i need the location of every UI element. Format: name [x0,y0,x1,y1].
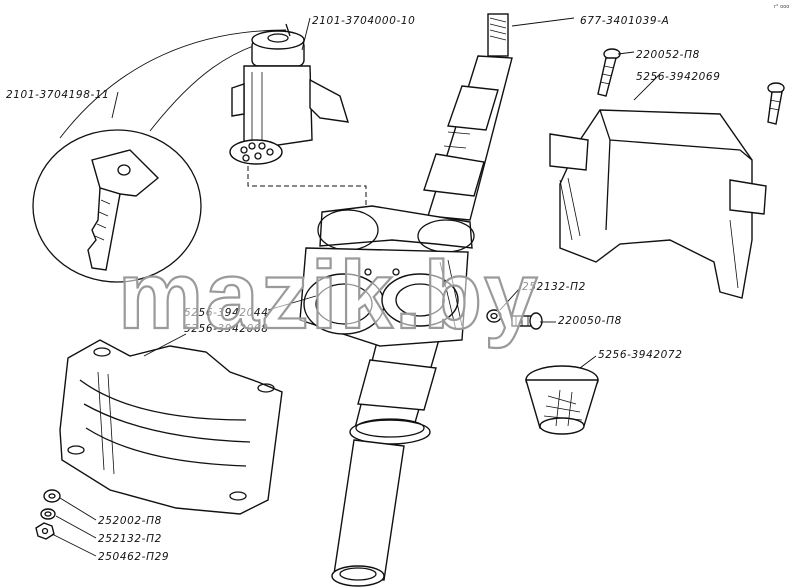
label-washer-right: 252132-П2 [522,281,586,293]
part-labels: 2101-3704000-10 2101-3704198-11 677-3401… [6,15,720,563]
steering-shaft [331,13,513,587]
label-screw-right: 220050-П8 [558,315,622,327]
lower-cover [59,339,283,515]
label-cap-knob: 5256-3942072 [598,349,682,361]
watermark: mazik.by [118,242,540,349]
label-washer-spring: 252132-П2 [98,533,162,545]
washer-spring [40,508,56,520]
label-key: 2101-3704198-11 [6,89,109,101]
screw-top-right [767,82,785,125]
upper-cover [549,109,767,299]
bracket [299,205,475,347]
label-upper-cover: 5256-3942069 [636,71,720,83]
label-bracket: 5256-3942044 [184,307,268,319]
label-washer-flat: 252002-П8 [98,515,162,527]
ignition-key [87,149,160,271]
corner-note: r° ooo [774,4,789,10]
screw-top-left [597,48,621,97]
label-ignition-switch: 2101-3704000-10 [312,15,415,27]
washer-and-screw-right [486,309,543,330]
hex-nut [35,522,55,540]
label-screw-top: 220052-П8 [636,49,700,61]
label-nut: 250462-П29 [98,551,169,563]
label-steering-shaft: 677-3401039-A [580,15,669,27]
ignition-switch [229,23,367,210]
label-lower-cover: 5256-3942068 [184,323,268,335]
washer-flat [43,489,61,503]
leader-lines [51,17,661,557]
cap-knob [525,365,599,435]
